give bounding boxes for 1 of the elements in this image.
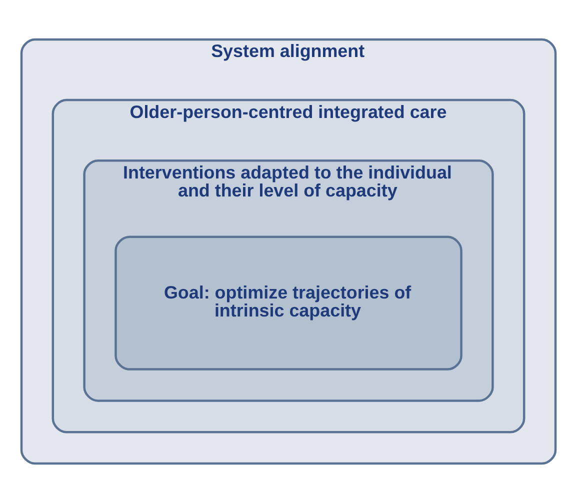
node-box: Goal: optimize trajectories of intrinsic capacity [114,236,462,370]
